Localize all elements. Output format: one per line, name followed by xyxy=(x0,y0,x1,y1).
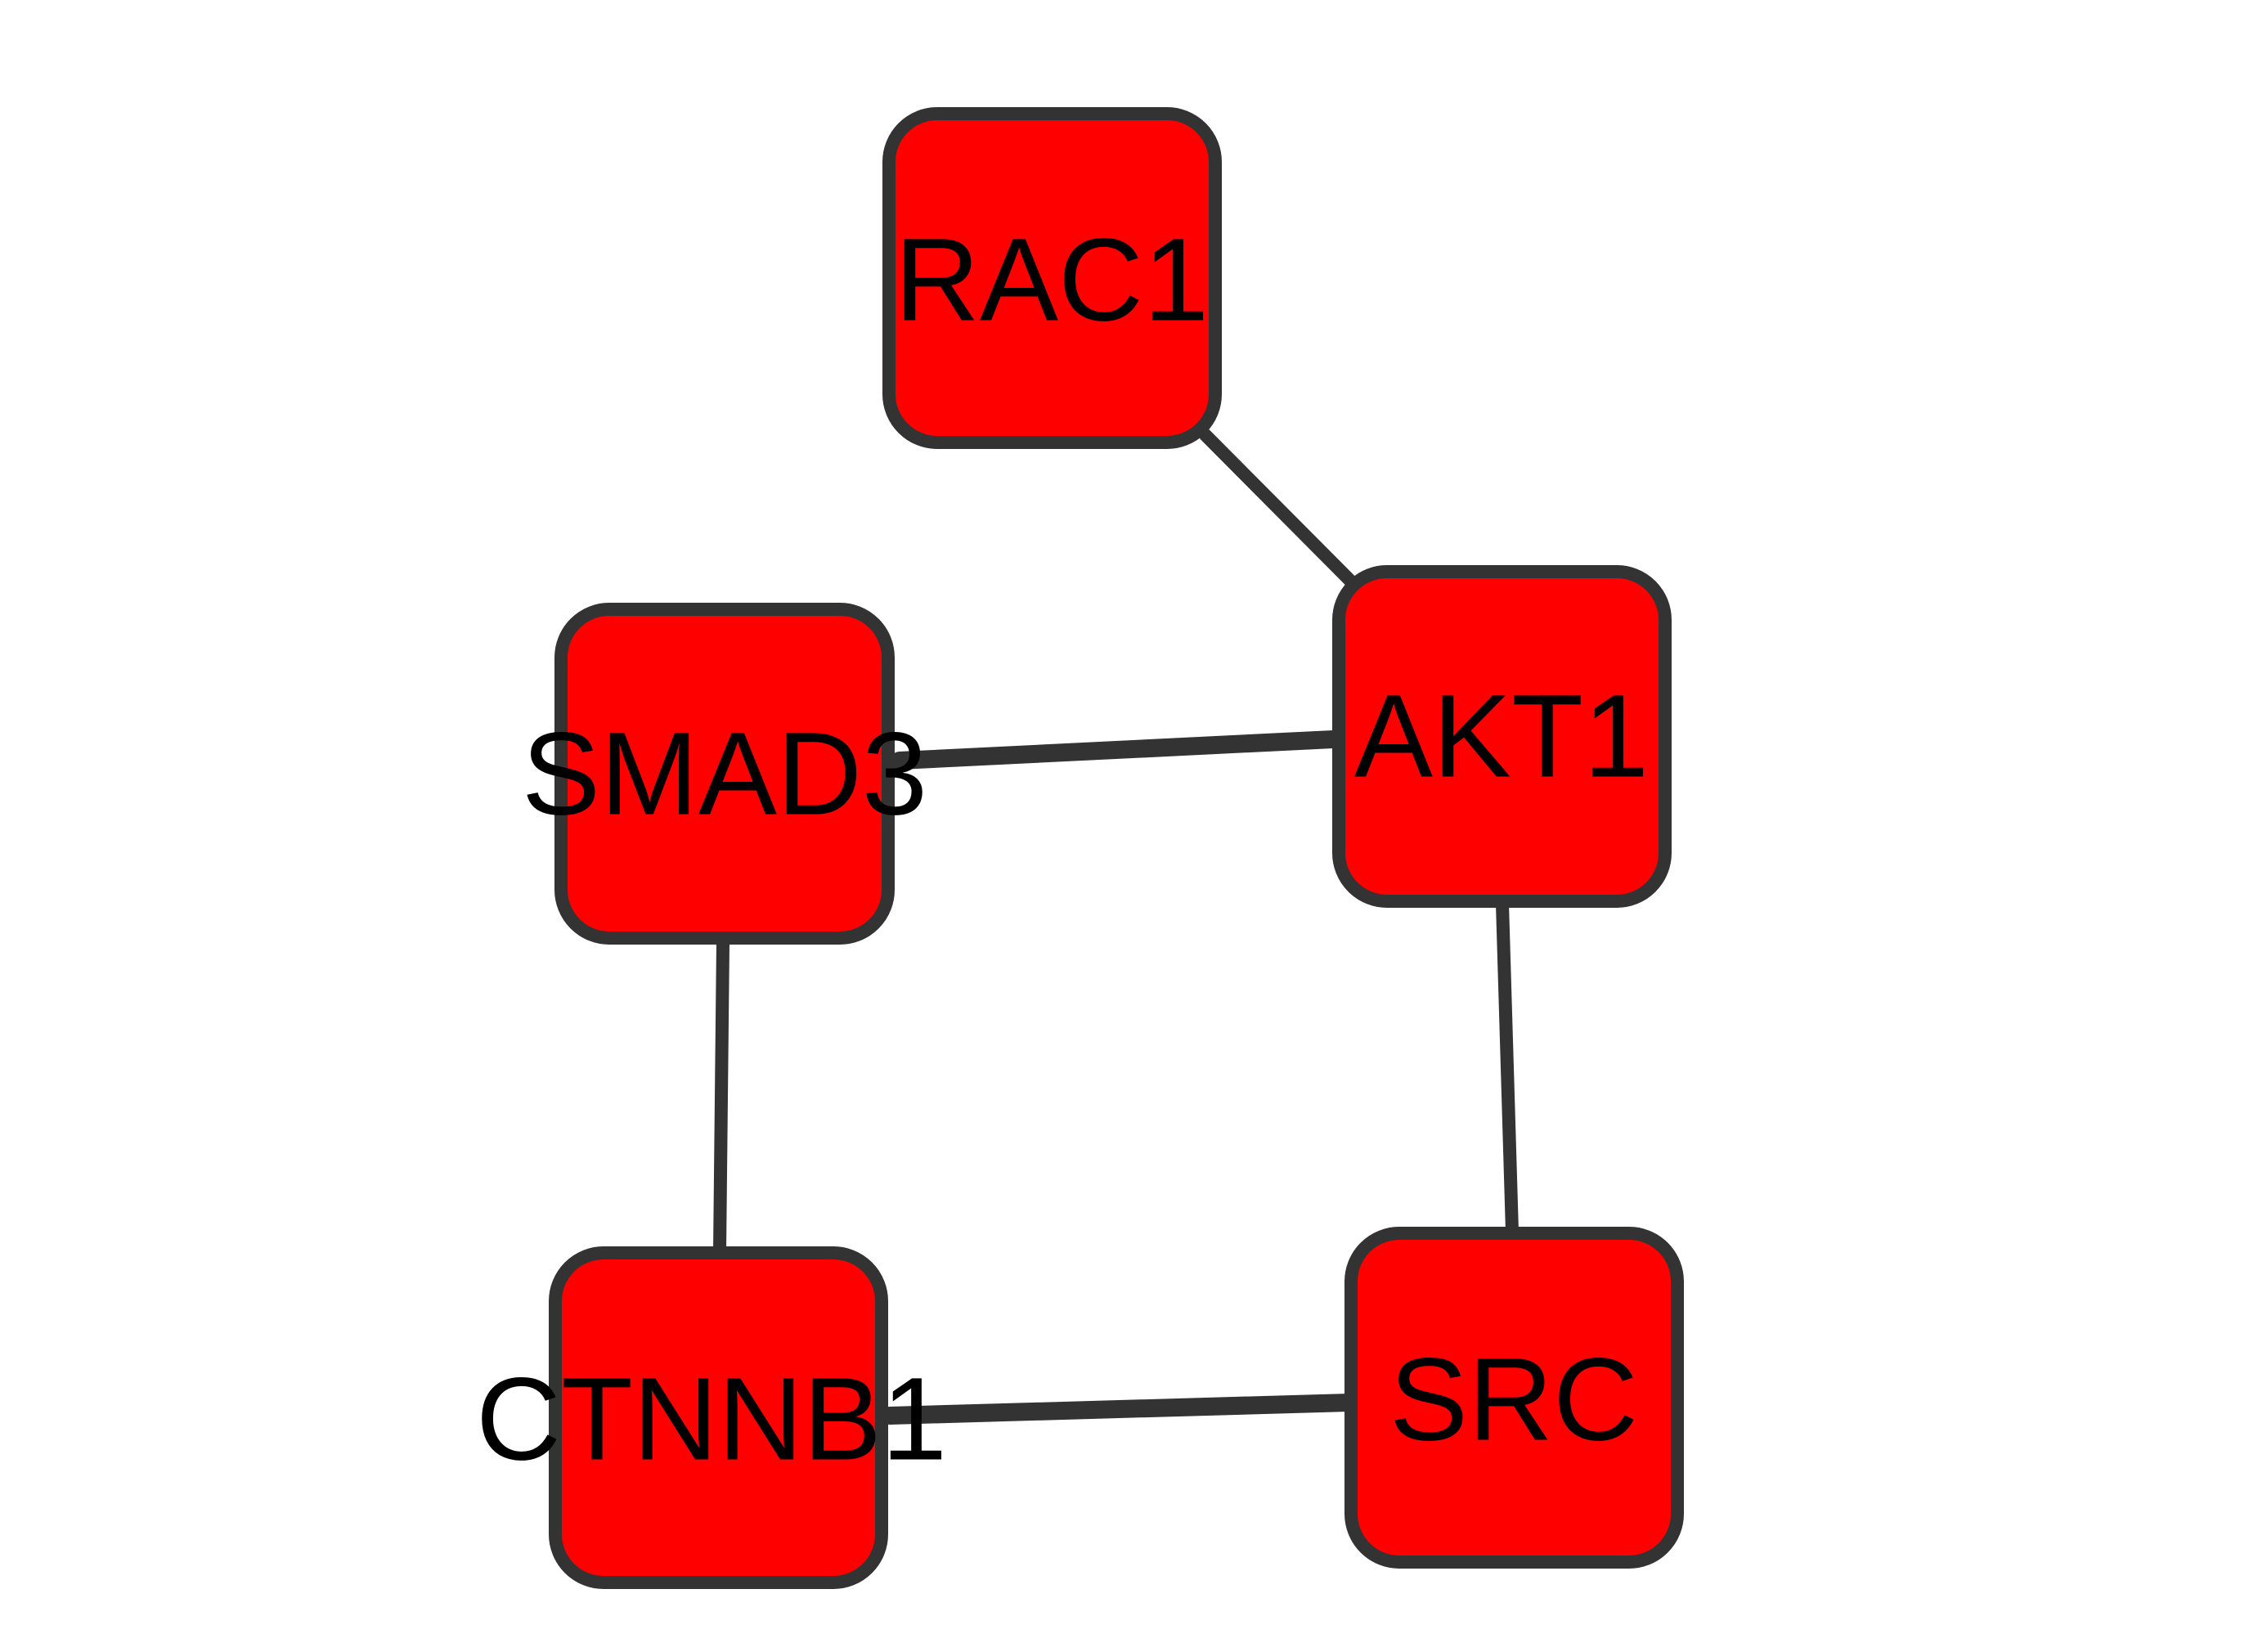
node-ctnnb1[interactable]: CTNNB1 xyxy=(476,1246,947,1589)
edge-rac1-akt1 xyxy=(1199,429,1356,586)
node-label-ctnnb1: CTNNB1 xyxy=(476,1353,947,1485)
node-box xyxy=(549,1246,888,1589)
node-layer: RAC1 AKT1 SMAD3 CTNNB1 SRC xyxy=(476,107,1684,1589)
edge-layer xyxy=(713,429,1519,1425)
node-rac1[interactable]: RAC1 xyxy=(882,107,1222,449)
node-label-smad3: SMAD3 xyxy=(522,708,927,840)
node-label-rac1: RAC1 xyxy=(895,214,1209,346)
edge-ctnnb1-src xyxy=(881,1394,1358,1425)
edge-akt1-src xyxy=(1496,897,1519,1238)
edge-smad3-akt1 xyxy=(891,730,1342,770)
node-box xyxy=(554,603,895,945)
node-box xyxy=(1332,565,1672,908)
node-src[interactable]: SRC xyxy=(1344,1227,1684,1569)
node-label-src: SRC xyxy=(1389,1334,1638,1466)
node-smad3[interactable]: SMAD3 xyxy=(522,603,927,945)
edge-smad3-ctnnb1 xyxy=(713,936,729,1259)
node-label-akt1: AKT1 xyxy=(1354,671,1649,802)
node-akt1[interactable]: AKT1 xyxy=(1332,565,1672,908)
node-box xyxy=(1344,1227,1684,1569)
node-box xyxy=(882,107,1222,449)
